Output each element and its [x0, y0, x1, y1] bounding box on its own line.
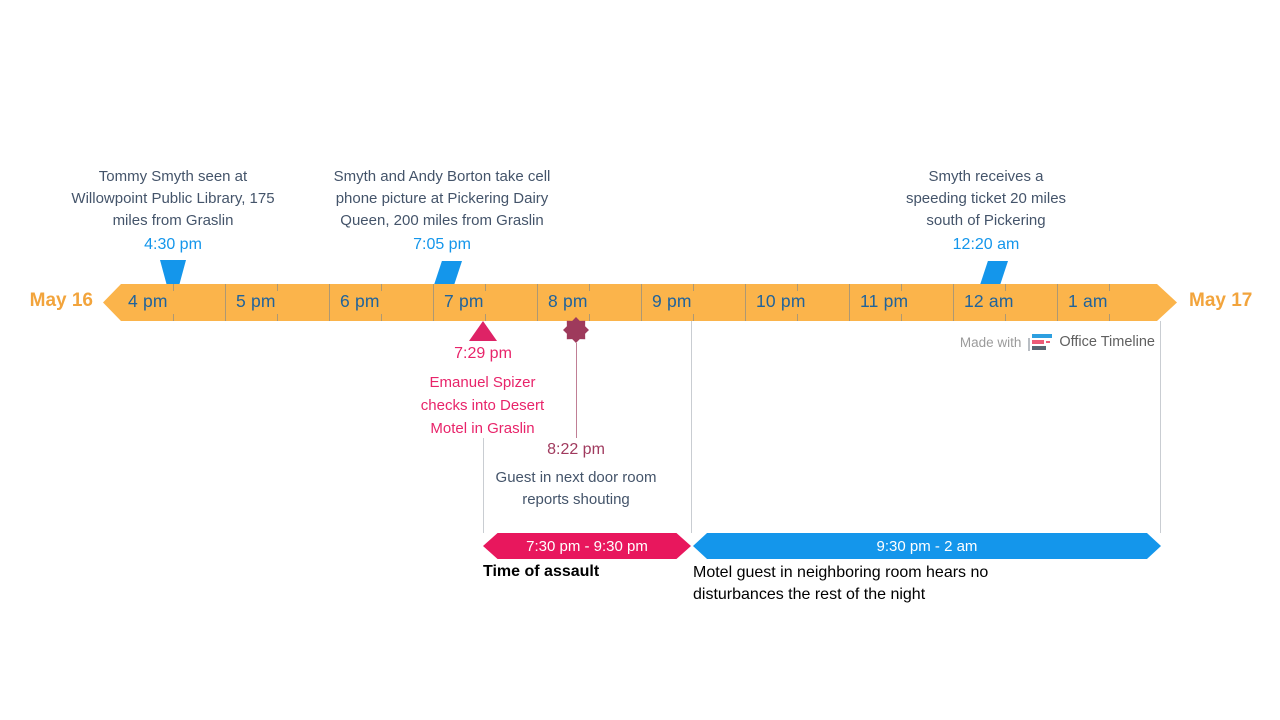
hour-label: 11 pm: [860, 291, 909, 311]
half-hour-tick: [589, 284, 590, 291]
hour-label: 4 pm: [128, 291, 168, 311]
half-hour-tick: [1005, 284, 1006, 291]
milestone-marker-trapezoid-icon: [160, 260, 186, 285]
hour-label: 6 pm: [340, 291, 380, 311]
hour-gridline: [953, 284, 954, 321]
half-hour-tick: [1005, 314, 1006, 321]
hour-gridline: [1057, 284, 1058, 321]
hour-gridline: [641, 284, 642, 321]
milestone-text-dairy-queen: Smyth and Andy Borton take cell phone pi…: [333, 168, 551, 229]
half-hour-tick: [797, 314, 798, 321]
bar-caption-no-disturbance: Motel guest in neighboring room hears no…: [693, 564, 989, 603]
milestone-text-library: Tommy Smyth seen at Willowpoint Public L…: [71, 168, 275, 229]
connector-line-930pm: [691, 321, 692, 533]
half-hour-tick: [1109, 284, 1110, 291]
milestone-time-speeding-ticket: 12:20 am: [952, 236, 1020, 253]
hour-label: 5 pm: [236, 291, 276, 311]
range-bar-no-disturbance-label: 9:30 pm - 2 am: [876, 537, 978, 555]
office-timeline-logo-icon: [1028, 333, 1053, 351]
hour-label: 10 pm: [756, 291, 806, 311]
half-hour-tick: [277, 314, 278, 321]
hour-gridline: [433, 284, 434, 321]
made-with-text: Made with: [959, 334, 1022, 350]
connector-line-2am: [1160, 321, 1161, 533]
office-timeline-brand-text: Office Timeline: [1059, 334, 1155, 350]
bar-caption-assault: Time of assault: [483, 563, 600, 580]
hour-label: 8 pm: [548, 291, 588, 311]
half-hour-tick: [173, 314, 174, 321]
milestone-time-dairy-queen: 7:05 pm: [413, 236, 471, 253]
hour-label: 1 am: [1068, 291, 1108, 311]
milestone-text-motel-checkin: Emanuel Spizer checks into Desert Motel …: [420, 374, 545, 437]
milestone-marker-triangle-icon: [469, 321, 497, 341]
hour-label: 7 pm: [444, 291, 484, 311]
hour-gridline: [849, 284, 850, 321]
timeline-band: 4 pm 5 pm 6 pm 7 pm 8 pm 9 pm 10 pm 11 p…: [103, 284, 1177, 321]
half-hour-tick: [901, 314, 902, 321]
milestone-time-library: 4:30 pm: [144, 236, 202, 253]
range-bar-assault: 7:30 pm - 9:30 pm: [483, 533, 691, 559]
hour-gridline: [745, 284, 746, 321]
half-hour-tick: [485, 284, 486, 291]
connector-line-assault-start: [483, 438, 484, 533]
half-hour-tick: [1109, 314, 1110, 321]
half-hour-tick: [277, 284, 278, 291]
half-hour-tick: [381, 284, 382, 291]
hour-gridline: [537, 284, 538, 321]
milestone-marker-star-icon: [563, 317, 589, 343]
hour-label: 9 pm: [652, 291, 692, 311]
connector-line-shouting: [576, 343, 577, 438]
half-hour-tick: [381, 314, 382, 321]
half-hour-tick: [173, 284, 174, 291]
half-hour-tick: [589, 314, 590, 321]
milestone-time-motel-checkin: 7:29 pm: [454, 345, 512, 362]
range-bar-assault-label: 7:30 pm - 9:30 pm: [526, 537, 648, 555]
scale-end-date: May 17: [1189, 290, 1253, 311]
range-bar-no-disturbance: 9:30 pm - 2 am: [693, 533, 1161, 559]
milestone-text-speeding-ticket: Smyth receives a speeding ticket 20 mile…: [905, 168, 1067, 229]
hour-gridline: [329, 284, 330, 321]
half-hour-tick: [693, 284, 694, 291]
half-hour-tick: [797, 284, 798, 291]
milestone-time-shouting: 8:22 pm: [547, 441, 605, 458]
half-hour-tick: [901, 284, 902, 291]
hour-gridline: [225, 284, 226, 321]
scale-start-date: May 16: [29, 290, 93, 311]
half-hour-tick: [485, 314, 486, 321]
milestone-text-shouting: Guest in next door room reports shouting: [495, 469, 657, 508]
hour-label: 12 am: [964, 291, 1014, 311]
made-with-branding: Made with Office Timeline: [960, 333, 1155, 351]
half-hour-tick: [693, 314, 694, 321]
